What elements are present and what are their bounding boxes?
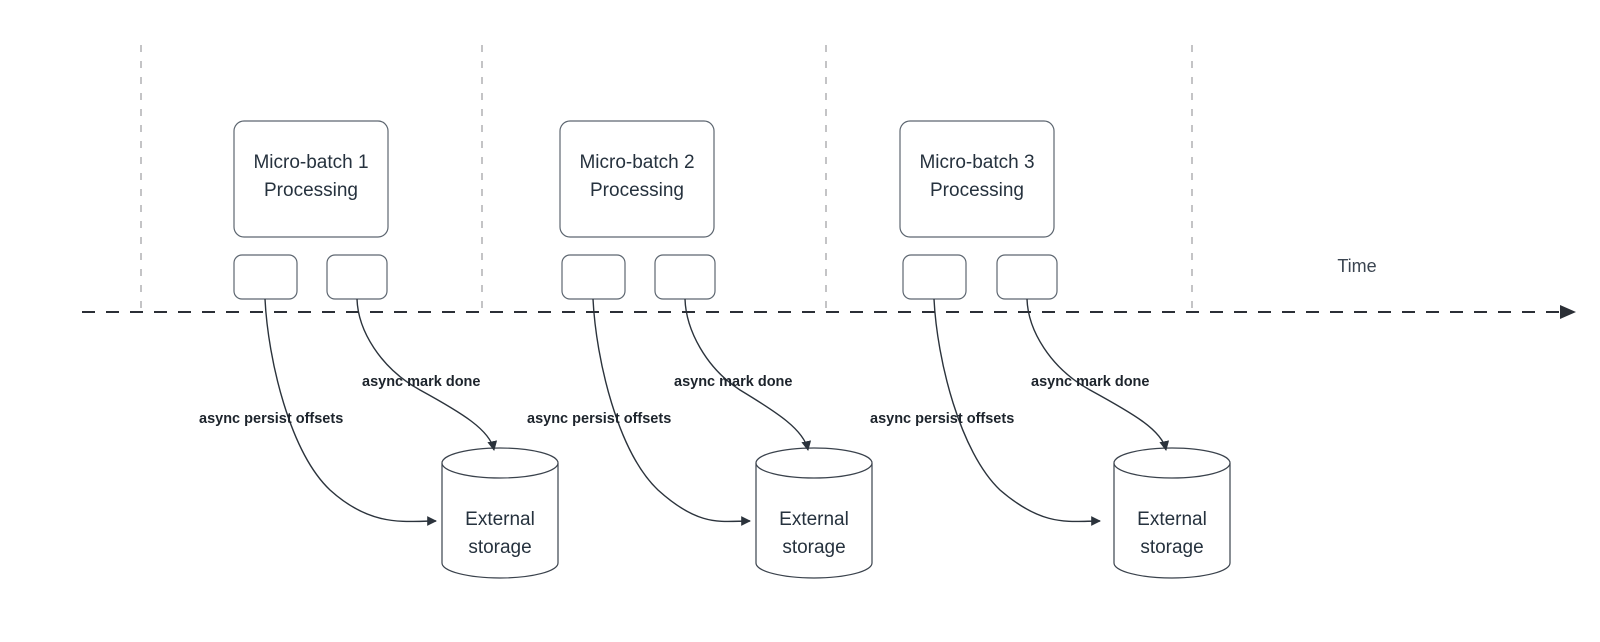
time-separator-group — [140, 45, 1193, 312]
time-axis: Time — [82, 256, 1576, 319]
process-box-label-line1: Micro-batch 2 — [579, 152, 694, 173]
task-box-2-1[interactable] — [561, 254, 626, 300]
storage-cylinder-body-2[interactable] — [755, 447, 873, 579]
task-box-3-1[interactable] — [902, 254, 967, 300]
edge-mark-done-3 — [1026, 298, 1170, 451]
edge-label-mark-done-3: async mark done — [1031, 374, 1149, 390]
edge-mark-done-1 — [356, 298, 498, 451]
task-box-2-2[interactable] — [654, 254, 716, 300]
process-box-1[interactable] — [233, 120, 389, 238]
edge-persist-offsets-2 — [592, 298, 751, 526]
storage-cylinder-top-1 — [441, 462, 559, 479]
time-axis-label: Time — [1337, 256, 1376, 276]
edge-label-mark-done-2: async mark done — [674, 374, 792, 390]
process-box-label-line2: Processing — [930, 180, 1024, 201]
edge-persist-offsets-3 — [933, 298, 1101, 526]
edge-label-persist-offsets-1: async persist offsets — [199, 411, 343, 427]
task-box-1-2[interactable] — [326, 254, 388, 300]
process-box-label-line2: Processing — [590, 180, 684, 201]
storage-label-line1: External — [1137, 509, 1207, 530]
storage-label-line2: storage — [1140, 537, 1203, 558]
task-box-1-1[interactable] — [233, 254, 298, 300]
storage-cylinder-body-1[interactable] — [441, 447, 559, 579]
process-box-3[interactable] — [899, 120, 1055, 238]
time-axis-arrowhead — [1560, 305, 1576, 319]
process-box-label-line1: Micro-batch 1 — [253, 152, 368, 173]
storage-cylinder-body-3[interactable] — [1113, 447, 1231, 579]
storage-label-line2: storage — [468, 537, 531, 558]
edge-label-persist-offsets-3: async persist offsets — [870, 411, 1014, 427]
process-box-2[interactable] — [559, 120, 715, 238]
edge-label-persist-offsets-2: async persist offsets — [527, 411, 671, 427]
edge-mark-done-2 — [684, 298, 812, 451]
storage-label-line1: External — [779, 509, 849, 530]
storage-label-line1: External — [465, 509, 535, 530]
process-box-label-line2: Processing — [264, 180, 358, 201]
storage-label-line2: storage — [782, 537, 845, 558]
process-box-label-line1: Micro-batch 3 — [919, 152, 1034, 173]
edge-label-mark-done-1: async mark done — [362, 374, 480, 390]
storage-cylinder-top-3 — [1113, 462, 1231, 479]
task-box-3-2[interactable] — [996, 254, 1058, 300]
storage-cylinder-top-2 — [755, 462, 873, 479]
edge-persist-offsets-1 — [264, 298, 437, 526]
